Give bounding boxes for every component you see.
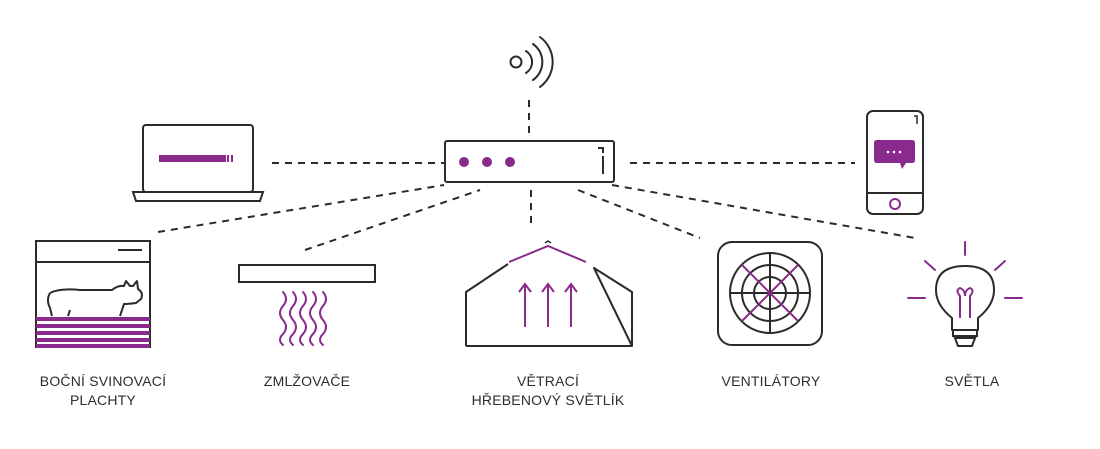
label-curtains: BOČNÍ SVINOVACÍ PLACHTY <box>0 372 213 410</box>
light-rays <box>907 241 1023 299</box>
roll-up-curtains-icon <box>35 240 151 348</box>
ridge-vent-icon <box>465 240 633 347</box>
wifi-signal-icon <box>509 36 554 88</box>
label-curtains-line2: PLACHTY <box>70 392 136 408</box>
label-misters: ZMLŽOVAČE <box>197 372 417 391</box>
airflow-arrows <box>518 282 578 327</box>
smartphone-icon <box>866 110 924 215</box>
connection-lines <box>157 100 916 251</box>
fan-icon <box>717 241 823 346</box>
link-fans <box>577 189 701 239</box>
label-lights-line1: SVĚTLA <box>944 373 1000 389</box>
label-ridge-vent-line2: HŘEBENOVÝ SVĚTLÍK <box>471 392 625 408</box>
laptop-icon <box>131 124 265 202</box>
light-bulb-icon <box>907 241 1023 347</box>
controller-hub-icon <box>444 140 615 183</box>
label-curtains-line1: BOČNÍ SVINOVACÍ <box>39 373 167 389</box>
label-ridge-vent: VĚTRACÍ HŘEBENOVÝ SVĚTLÍK <box>438 372 658 410</box>
label-fans-line1: VENTILÁTORY <box>721 373 821 389</box>
misting-icon <box>238 264 376 346</box>
label-misters-line1: ZMLŽOVAČE <box>263 373 351 389</box>
mist-waves <box>279 291 327 346</box>
label-lights: SVĚTLA <box>862 372 1082 391</box>
label-ridge-vent-line1: VĚTRACÍ <box>516 373 580 389</box>
curtain-stripes <box>36 317 150 348</box>
cow-icon <box>47 280 143 317</box>
link-misters <box>304 189 481 251</box>
label-fans: VENTILÁTORY <box>661 372 881 391</box>
link-curtains <box>157 184 445 233</box>
